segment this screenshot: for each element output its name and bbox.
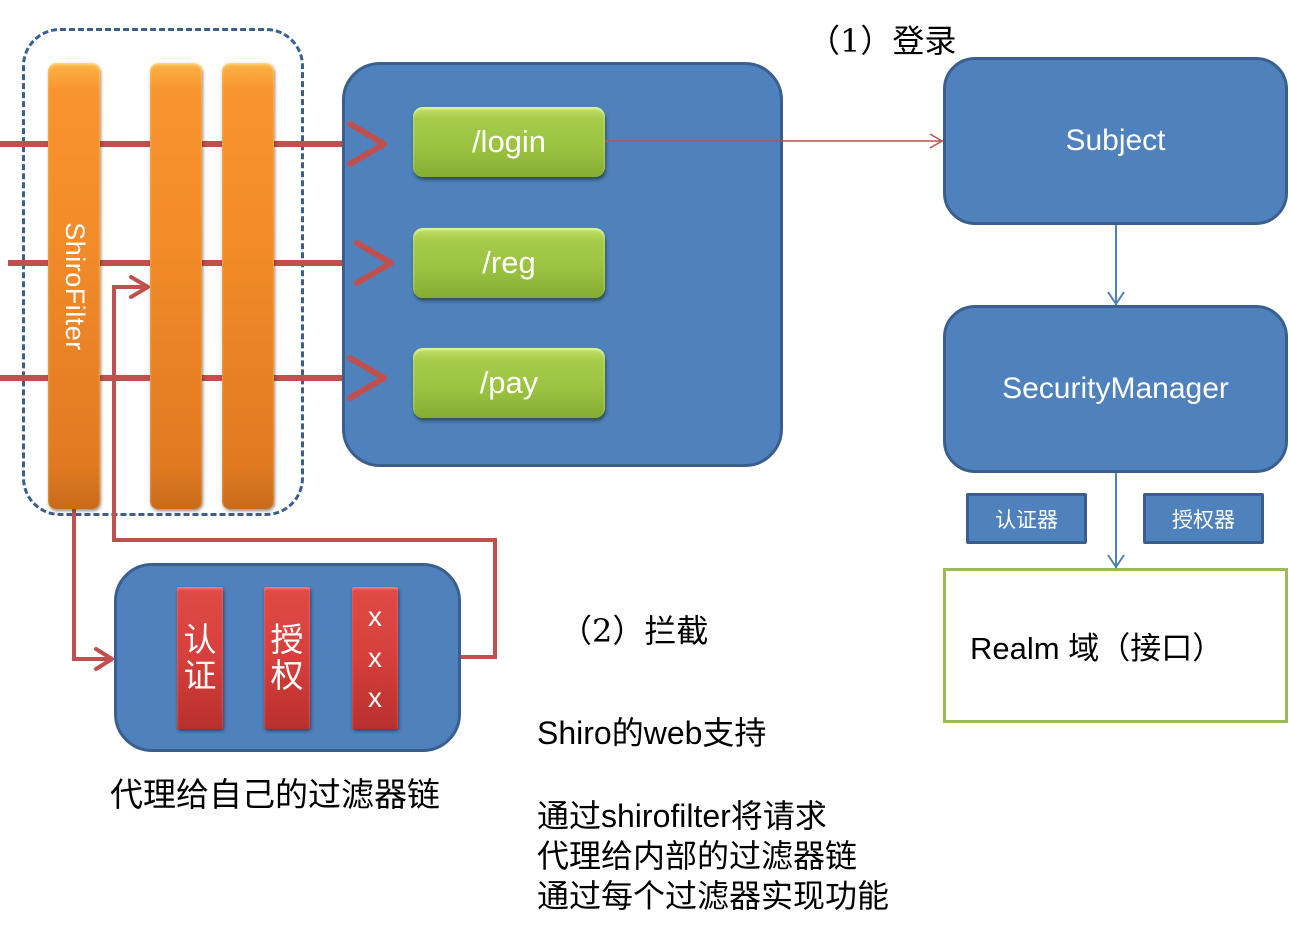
shiro-filter-bar[interactable] <box>48 63 100 509</box>
chain-filter-authz-line-2: 权 <box>270 656 304 695</box>
notes-line: 通过每个过滤器实现功能 <box>537 878 890 914</box>
arrowhead-realm <box>1107 554 1125 569</box>
subject-box[interactable]: Subject <box>943 57 1288 225</box>
authorizer-label: 授权器 <box>1172 507 1235 532</box>
realm-label: Realm 域（接口） <box>970 631 1224 666</box>
arrowhead-sm <box>1107 291 1125 306</box>
realm-box[interactable]: Realm 域（接口） <box>943 568 1288 723</box>
delegate-line <box>72 509 112 661</box>
chain-filter-authc-line-2: 证 <box>183 656 217 695</box>
filter-bar-3[interactable] <box>222 63 274 509</box>
chain-filter-other-line-3: x <box>368 682 382 714</box>
subject-label: Subject <box>1065 124 1166 157</box>
chain-filter-other-line-2: x <box>368 641 382 673</box>
notes-line: 通过shirofilter将请求 <box>537 798 827 834</box>
login-step-label: （1）登录 <box>808 22 957 60</box>
chain-filter-authz-line-1: 授 <box>270 619 304 659</box>
endpoint-login[interactable]: /login <box>413 107 605 177</box>
endpoint-reg[interactable]: /reg <box>413 228 605 298</box>
chain-caption: 代理给自己的过滤器链 <box>110 775 440 814</box>
authenticator-label: 认证器 <box>995 507 1058 532</box>
arrowhead-subject <box>929 133 944 149</box>
security-manager-label: SecurityManager <box>1002 372 1229 405</box>
shiro-filter-label: ShiroFilter <box>59 221 90 351</box>
notes-description: 通过shirofilter将请求 代理给内部的过滤器链 通过每个过滤器实现功能 <box>537 796 889 916</box>
chain-filter-authz[interactable]: 授 权 <box>264 587 310 729</box>
notes-line: 代理给内部的过滤器链 <box>537 838 858 874</box>
notes-heading: Shiro的web支持 <box>537 715 767 751</box>
arrowhead-delegate <box>94 647 114 671</box>
intercept-step-label: （2）拦截 <box>560 612 709 650</box>
authorizer-box[interactable]: 授权器 <box>1143 493 1264 544</box>
chain-filter-other[interactable]: x x x <box>352 587 398 729</box>
chain-filter-authc[interactable]: 认 证 <box>177 587 223 729</box>
authenticator-box[interactable]: 认证器 <box>966 493 1087 544</box>
filter-bar-2[interactable] <box>150 63 202 509</box>
endpoint-pay[interactable]: /pay <box>413 348 605 418</box>
chain-filter-authc-line-1: 认 <box>183 619 217 659</box>
security-manager-box[interactable]: SecurityManager <box>943 305 1288 473</box>
chain-filter-other-line-1: x <box>368 600 382 632</box>
